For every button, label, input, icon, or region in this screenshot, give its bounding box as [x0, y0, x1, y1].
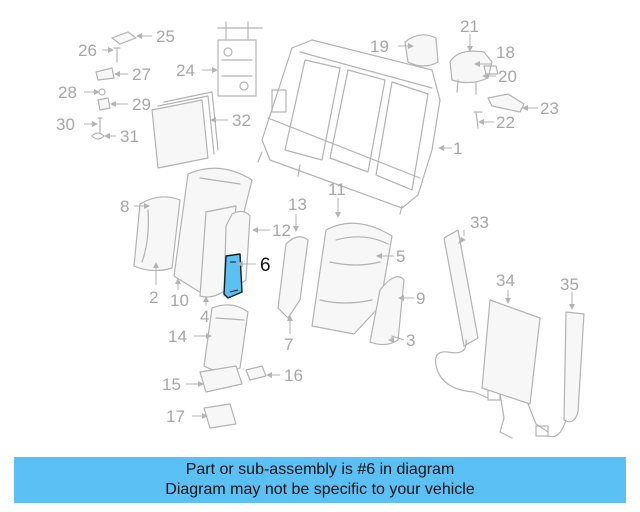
callout-21: 21 — [460, 17, 479, 36]
headrest-18 — [449, 50, 493, 84]
bracket-23 — [487, 93, 525, 113]
callout-19: 19 — [370, 37, 389, 56]
callout-14: 14 — [168, 327, 187, 346]
screw-26 — [113, 47, 121, 63]
bracket-16 — [245, 365, 267, 381]
callout-1: 1 — [453, 139, 462, 158]
heater-mat-35 — [563, 311, 585, 423]
side-pad-2 — [133, 196, 181, 272]
callout-6: 6 — [260, 255, 271, 276]
callout-4: 4 — [200, 307, 209, 326]
caption-line-2: Diagram may not be specific to your vehi… — [165, 481, 475, 498]
callout-28: 28 — [58, 83, 77, 102]
callout-11: 11 — [328, 180, 346, 199]
leader-lines — [84, 33, 575, 419]
callout-25: 25 — [156, 27, 175, 46]
base-15 — [199, 365, 243, 393]
callout-27: 27 — [132, 65, 151, 84]
headrest-19 — [404, 34, 439, 67]
callout-34: 34 — [496, 271, 515, 290]
callout-labels: 1 2 3 4 5 6 7 8 9 10 11 12 13 14 15 16 1… — [56, 17, 579, 426]
callout-10: 10 — [170, 291, 189, 310]
callout-18: 18 — [496, 43, 515, 62]
pad-32 — [151, 91, 219, 169]
headrest-guide-20 — [483, 65, 499, 75]
callout-24: 24 — [176, 61, 195, 80]
latch-assembly-24 — [217, 21, 263, 97]
caption-line-1: Part or sub-assembly is #6 in diagram — [185, 461, 455, 478]
heater-mat-34 — [481, 299, 541, 405]
callout-5: 5 — [396, 247, 405, 266]
callout-33: 33 — [470, 213, 489, 232]
callout-20: 20 — [498, 67, 517, 86]
sensor-mat-33 — [443, 229, 479, 347]
highlighted-part-6 — [223, 253, 243, 299]
callout-30: 30 — [56, 115, 75, 134]
callout-31: 31 — [120, 127, 139, 146]
callout-29: 29 — [132, 95, 151, 114]
pin-30 — [97, 117, 103, 133]
callout-23: 23 — [540, 99, 559, 118]
caption-bar: Part or sub-assembly is #6 in diagram Di… — [14, 457, 626, 503]
callout-15: 15 — [162, 375, 181, 394]
seat-back-frame — [257, 39, 441, 215]
callout-9: 9 — [416, 289, 425, 308]
callout-2: 2 — [149, 288, 158, 307]
seat-back-panel-11 — [311, 222, 393, 335]
side-bolster-7 — [277, 236, 309, 319]
bolt-22 — [473, 111, 483, 129]
callout-35: 35 — [560, 275, 579, 294]
parts-diagram: 1 2 3 4 5 6 7 8 9 10 11 12 13 14 15 16 1… — [56, 17, 585, 439]
callout-7: 7 — [284, 335, 293, 354]
callout-16: 16 — [284, 366, 303, 385]
side-pad-9 — [369, 276, 405, 346]
cover-17 — [203, 403, 237, 429]
callout-3: 3 — [406, 331, 415, 350]
callout-13: 13 — [288, 195, 307, 214]
clip-25 — [111, 31, 137, 45]
clip-31 — [91, 132, 105, 140]
callout-26: 26 — [78, 41, 97, 60]
callout-17: 17 — [166, 407, 185, 426]
callout-12: 12 — [272, 221, 291, 240]
cushion-14 — [203, 304, 249, 373]
callout-22: 22 — [496, 113, 515, 132]
clip-29 — [97, 97, 111, 111]
callout-32: 32 — [232, 111, 251, 130]
clip-27 — [95, 67, 115, 81]
callout-8: 8 — [120, 197, 129, 216]
